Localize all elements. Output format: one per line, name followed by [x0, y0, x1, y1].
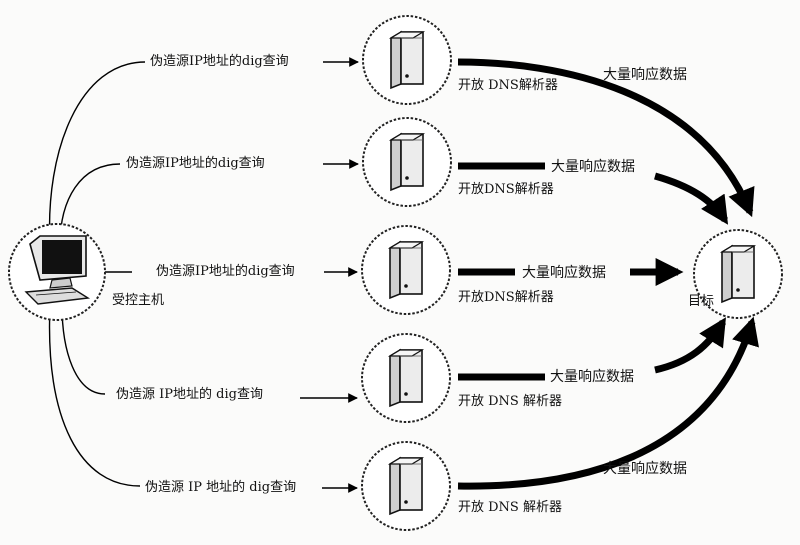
query-label-5: 伪造源 IP 地址的 dig查询 [145, 480, 297, 495]
response-arrow-2b [654, 172, 729, 225]
target-node [693, 229, 783, 319]
resolver-node-4 [361, 333, 451, 423]
query-label-2: 伪造源IP地址的dig查询 [126, 156, 265, 171]
query-label-4: 伪造源 IP地址的 dig查询 [116, 387, 263, 402]
query-label-3: 伪造源IP地址的dig查询 [156, 264, 295, 279]
resolver-node-1 [362, 15, 452, 105]
response-label-5: 大量响应数据 [603, 461, 687, 477]
host-connector-5 [48, 304, 141, 487]
resolver-label-1: 开放 DNS解析器 [458, 78, 558, 93]
resolver-label-2: 开放DNS解析器 [458, 182, 554, 197]
response-arrows [457, 58, 759, 490]
response-label-1: 大量响应数据 [603, 67, 687, 83]
server-icon [389, 349, 423, 407]
host-connector-1 [48, 61, 146, 246]
resolver-label-4: 开放 DNS 解析器 [458, 394, 562, 409]
server-icon [389, 457, 423, 515]
response-label-2: 大量响应数据 [551, 159, 635, 175]
controlled-host-label: 受控主机 [112, 293, 165, 308]
response-label-4: 大量响应数据 [550, 369, 634, 385]
response-arrow-5 [457, 316, 759, 490]
response-arrow-1 [457, 58, 755, 218]
server-icon [390, 31, 424, 89]
resolver-label-5: 开放 DNS 解析器 [458, 500, 562, 515]
query-arrows [300, 57, 359, 493]
resolver-node-2 [362, 117, 452, 207]
server-icon [389, 241, 423, 299]
response-arrow-4b [654, 317, 726, 374]
computer-icon [24, 235, 91, 305]
server-icon [390, 133, 424, 191]
controlled-host-node [8, 223, 106, 321]
resolver-node-5 [361, 441, 451, 531]
target-label: 目标 [688, 294, 715, 309]
resolver-nodes [361, 15, 452, 531]
server-icon [721, 245, 755, 303]
resolver-label-3: 开放DNS解析器 [458, 290, 554, 305]
query-label-1: 伪造源IP地址的dig查询 [150, 54, 289, 69]
resolver-node-3 [361, 225, 451, 315]
response-label-3: 大量响应数据 [522, 265, 606, 281]
